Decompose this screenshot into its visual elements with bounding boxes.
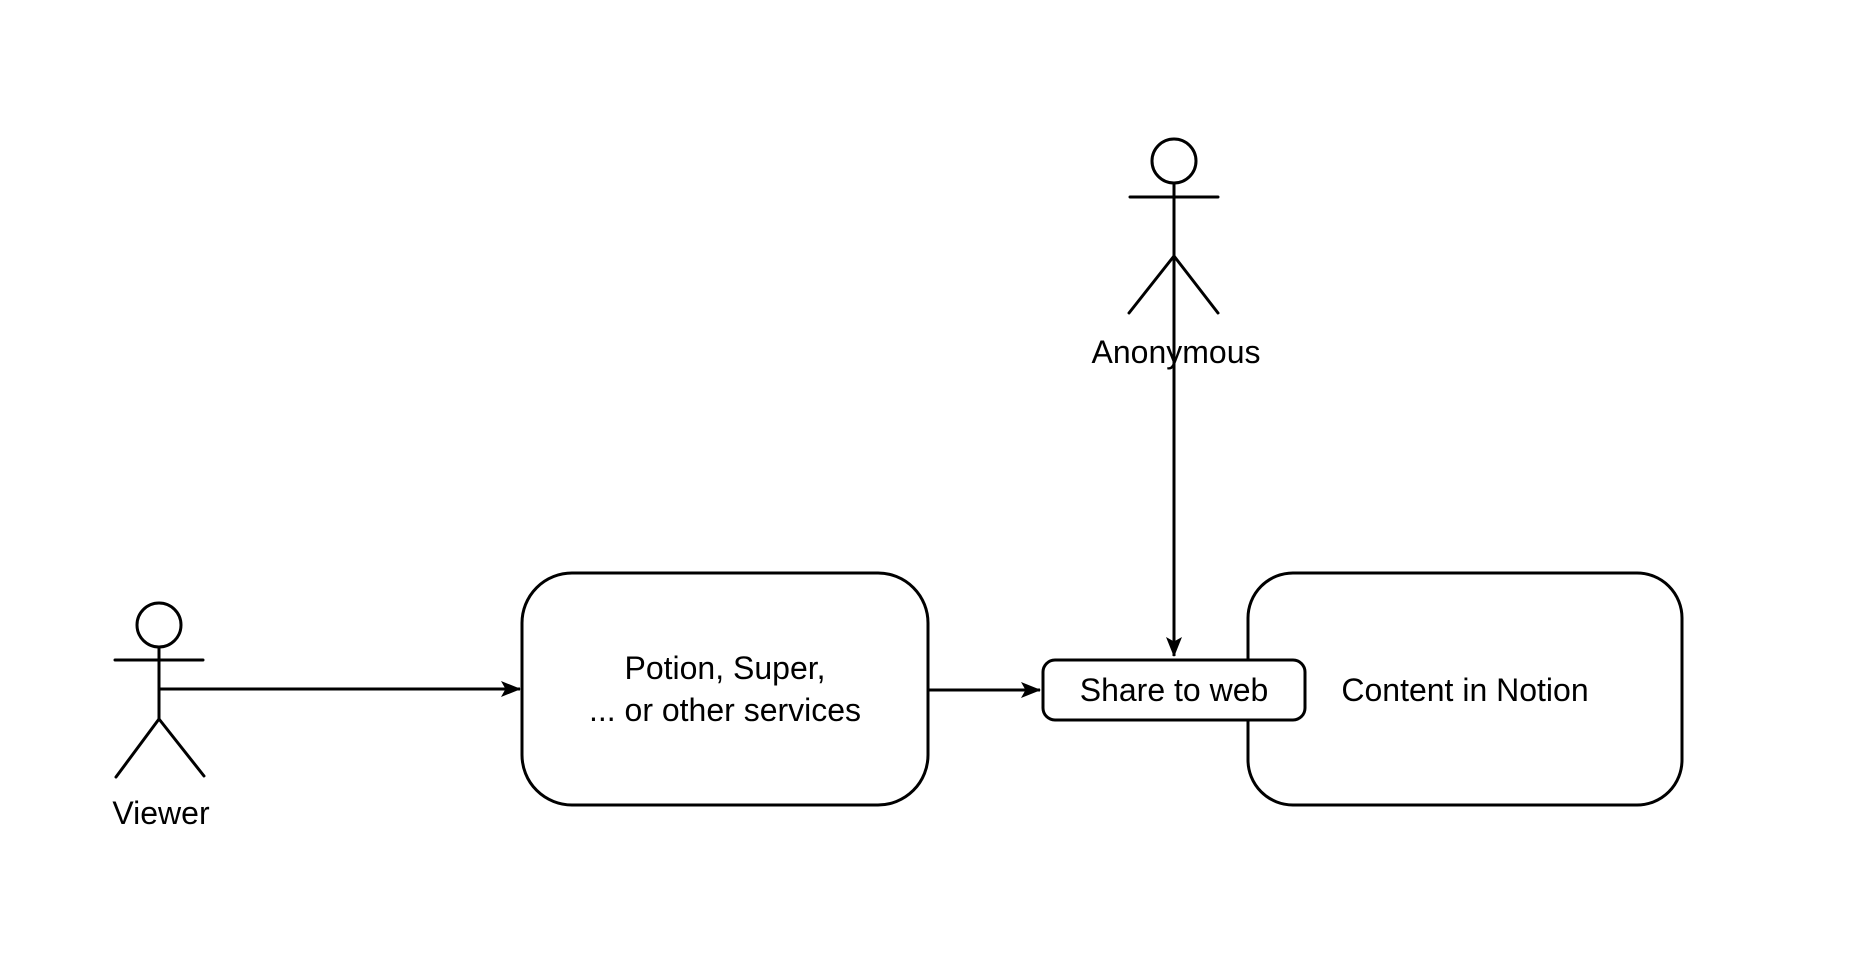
viewer-head bbox=[135, 601, 183, 649]
node-share-to-web: Share to web bbox=[1041, 658, 1307, 722]
anonymous-right-leg bbox=[1172, 254, 1220, 315]
viewer-left-leg bbox=[114, 717, 161, 779]
content-in-notion-label: Content in Notion bbox=[1341, 672, 1588, 708]
services-box-label-line2: ... or other services bbox=[589, 692, 861, 728]
anonymous-left-leg bbox=[1127, 254, 1176, 315]
share-to-web-box bbox=[1041, 658, 1307, 722]
services-box-label-line1: Potion, Super, bbox=[624, 650, 825, 686]
viewer-right-leg bbox=[157, 717, 206, 778]
share-to-web-label: Share to web bbox=[1080, 672, 1269, 708]
viewer-label: Viewer bbox=[112, 795, 210, 831]
anonymous-label: Anonymous bbox=[1092, 334, 1261, 370]
actor-anonymous: Anonymous bbox=[1092, 137, 1261, 370]
actor-viewer: Viewer bbox=[112, 601, 210, 831]
anonymous-head bbox=[1150, 137, 1198, 185]
services-box bbox=[520, 571, 930, 807]
node-services: Potion, Super, ... or other services bbox=[520, 571, 930, 807]
